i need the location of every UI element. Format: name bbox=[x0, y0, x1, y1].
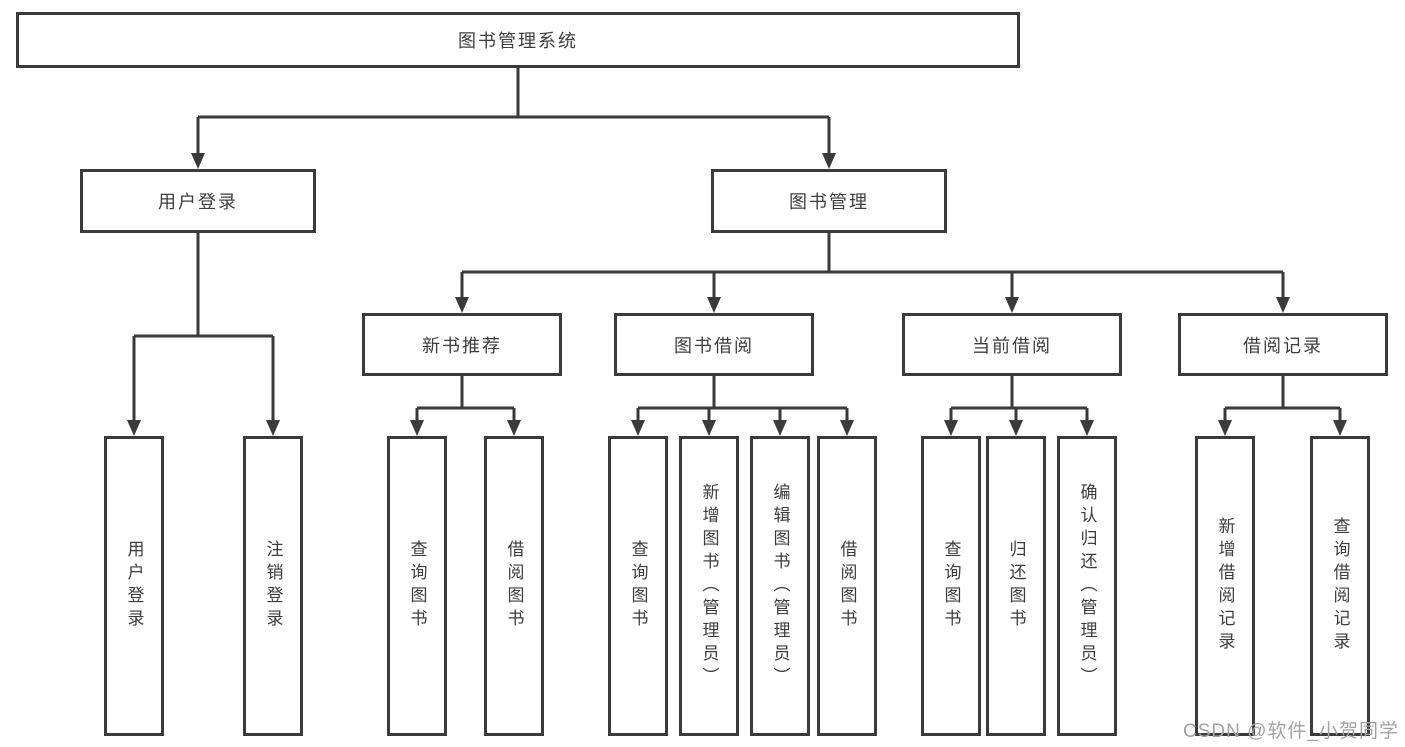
node-borrow-record: 借阅记录 bbox=[1178, 313, 1388, 376]
arrowhead-icon bbox=[455, 297, 469, 313]
leaf-record-add-label: 新增借阅记录 bbox=[1215, 517, 1235, 655]
node-book-borrow-label: 图书借阅 bbox=[674, 335, 754, 356]
node-new-book-rec: 新书推荐 bbox=[362, 313, 562, 376]
arrowhead-icon bbox=[773, 420, 787, 436]
arrowhead-icon bbox=[944, 420, 958, 436]
arrowhead-icon bbox=[1009, 420, 1023, 436]
connector-line bbox=[460, 233, 1285, 300]
node-root-label: 图书管理系统 bbox=[458, 31, 578, 51]
leaf-current-query-books: 查询图书 bbox=[921, 436, 981, 736]
connector-borrow-record-to-leaves bbox=[1218, 376, 1347, 436]
connector-book-mgmt-to-level3 bbox=[455, 233, 1290, 313]
connector-book-borrow-to-leaves bbox=[631, 376, 854, 436]
connector-line bbox=[415, 376, 516, 423]
arrowhead-icon bbox=[1005, 297, 1019, 313]
node-new-book-rec-label: 新书推荐 bbox=[422, 335, 502, 356]
node-book-borrow: 图书借阅 bbox=[614, 313, 814, 376]
arrowhead-icon bbox=[127, 420, 141, 436]
leaf-borrow-edit-books: 编辑图书（管理员） bbox=[750, 436, 810, 736]
leaf-current-confirm-return-label: 确认归还（管理员） bbox=[1077, 482, 1097, 690]
node-book-mgmt: 图书管理 bbox=[711, 169, 947, 233]
arrowhead-icon bbox=[822, 153, 836, 169]
node-root: 图书管理系统 bbox=[16, 12, 1020, 68]
connector-line bbox=[636, 376, 849, 423]
leaf-user-login-label: 用户登录 bbox=[124, 540, 144, 632]
connector-new-book-to-leaves bbox=[410, 376, 521, 436]
arrowhead-icon bbox=[840, 420, 854, 436]
connector-line bbox=[1223, 376, 1342, 423]
arrowhead-icon bbox=[410, 420, 424, 436]
leaf-borrow-query-books-label: 查询图书 bbox=[628, 540, 648, 632]
node-user-login: 用户登录 bbox=[80, 169, 316, 233]
node-current-borrow-label: 当前借阅 bbox=[972, 335, 1052, 356]
connector-user-login-to-leaves bbox=[127, 233, 280, 436]
arrowhead-icon bbox=[1333, 420, 1347, 436]
leaf-record-query: 查询借阅记录 bbox=[1310, 436, 1370, 736]
arrowhead-icon bbox=[1080, 420, 1094, 436]
leaf-newrec-borrow-books-label: 借阅图书 bbox=[504, 540, 524, 632]
leaf-borrow-edit-books-label: 编辑图书（管理员） bbox=[770, 482, 790, 690]
arrowhead-icon bbox=[191, 153, 205, 169]
leaf-newrec-borrow-books: 借阅图书 bbox=[484, 436, 544, 736]
leaf-borrow-add-books-label: 新增图书（管理员） bbox=[699, 482, 719, 690]
leaf-borrow-borrow-books: 借阅图书 bbox=[817, 436, 877, 736]
connector-root-to-level2 bbox=[191, 68, 836, 169]
arrowhead-icon bbox=[1276, 297, 1290, 313]
leaf-current-confirm-return: 确认归还（管理员） bbox=[1057, 436, 1117, 736]
leaf-record-add: 新增借阅记录 bbox=[1195, 436, 1255, 736]
arrowhead-icon bbox=[702, 420, 716, 436]
connector-line bbox=[132, 233, 275, 423]
leaf-newrec-query-books: 查询图书 bbox=[387, 436, 447, 736]
leaf-logout-label: 注销登录 bbox=[263, 540, 283, 632]
node-current-borrow: 当前借阅 bbox=[902, 313, 1122, 376]
connector-line bbox=[196, 68, 831, 156]
leaf-record-query-label: 查询借阅记录 bbox=[1330, 517, 1350, 655]
arrowhead-icon bbox=[266, 420, 280, 436]
arrowhead-icon bbox=[707, 297, 721, 313]
node-user-login-label: 用户登录 bbox=[158, 192, 238, 212]
arrowhead-icon bbox=[1218, 420, 1232, 436]
csdn-watermark: CSDN @软件_小贺同学 bbox=[1183, 721, 1399, 742]
node-borrow-record-label: 借阅记录 bbox=[1243, 335, 1323, 356]
node-book-mgmt-label: 图书管理 bbox=[789, 192, 869, 212]
arrowhead-icon bbox=[507, 420, 521, 436]
arrowhead-icon bbox=[631, 420, 645, 436]
leaf-borrow-borrow-books-label: 借阅图书 bbox=[837, 540, 857, 632]
leaf-current-return-books-label: 归还图书 bbox=[1006, 540, 1026, 632]
leaf-current-return-books: 归还图书 bbox=[986, 436, 1046, 736]
leaf-borrow-query-books: 查询图书 bbox=[608, 436, 668, 736]
connector-line bbox=[949, 376, 1089, 423]
leaf-logout: 注销登录 bbox=[243, 436, 303, 736]
leaf-newrec-query-books-label: 查询图书 bbox=[407, 540, 427, 632]
connector-current-borrow-to-leaves bbox=[944, 376, 1094, 436]
leaf-borrow-add-books: 新增图书（管理员） bbox=[679, 436, 739, 736]
leaf-user-login: 用户登录 bbox=[104, 436, 164, 736]
leaf-current-query-books-label: 查询图书 bbox=[941, 540, 961, 632]
